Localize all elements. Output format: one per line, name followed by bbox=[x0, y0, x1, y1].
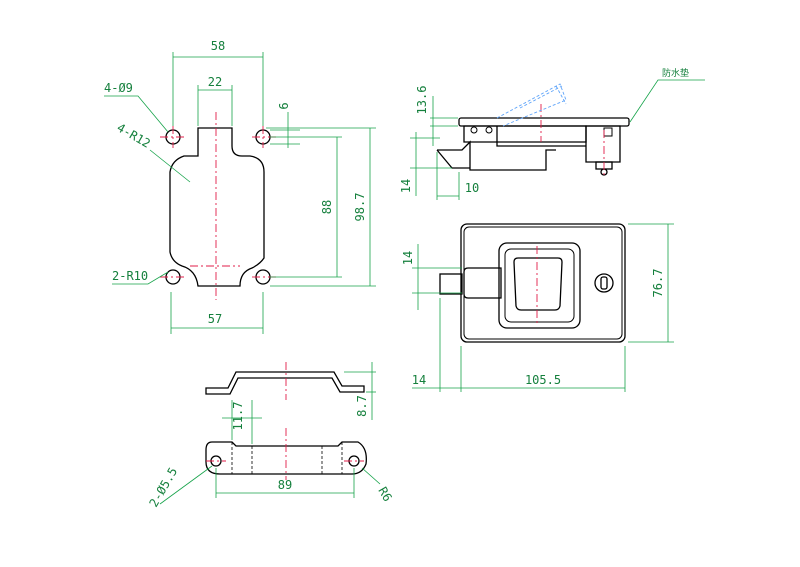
front-handle-recess bbox=[498, 242, 581, 329]
callout-holes: 4-Ø9 bbox=[104, 81, 133, 95]
dim-top-width: 58 bbox=[211, 39, 225, 53]
dim-front-slot: 14 bbox=[401, 251, 415, 265]
side-latch bbox=[437, 140, 556, 171]
plate-outline-bottom bbox=[205, 441, 367, 475]
label-gasket: 防水垫 bbox=[662, 67, 689, 79]
callout-bottom-radius: 2-R10 bbox=[112, 269, 148, 283]
dim-height-outer: 98.7 bbox=[353, 193, 367, 222]
dim-bottom-width: 57 bbox=[208, 312, 222, 326]
dim-notch-width: 22 bbox=[208, 75, 222, 89]
dim-hole-offset: 6 bbox=[277, 102, 291, 109]
front-view: 14 76.7 14 105.5 bbox=[401, 223, 674, 392]
side-body bbox=[463, 125, 587, 143]
front-frame bbox=[460, 223, 626, 343]
bracket-profile bbox=[205, 371, 365, 395]
side-lock-cylinder bbox=[585, 125, 621, 163]
dim-bracket-height: 8.7 bbox=[355, 395, 369, 417]
plate-top-view: 58 22 6 4-Ø9 4-R12 88 98.7 2-R10 57 bbox=[104, 39, 376, 334]
dim-side-depth: 14 bbox=[399, 179, 413, 193]
plate-outline bbox=[169, 127, 265, 287]
side-flange bbox=[458, 117, 630, 127]
dim-plate-span: 89 bbox=[278, 478, 292, 492]
front-keyhole bbox=[594, 273, 614, 293]
dim-front-offset: 14 bbox=[412, 373, 426, 387]
dim-front-height: 76.7 bbox=[651, 269, 665, 298]
callout-plate-holes: 2-Ø5.5 bbox=[146, 465, 180, 510]
callout-plate-end: R6 bbox=[375, 485, 394, 505]
bracket-side-view: 8.7 bbox=[205, 362, 376, 420]
dim-height-inner: 88 bbox=[320, 200, 334, 214]
dim-plate-height: 11.7 bbox=[231, 402, 245, 431]
dim-side-tab: 10 bbox=[465, 181, 479, 195]
front-handle-grip bbox=[513, 257, 563, 311]
front-handle-tab bbox=[463, 267, 502, 299]
front-latch-bolt bbox=[439, 273, 463, 295]
dim-front-width: 105.5 bbox=[525, 373, 561, 387]
dim-side-top: 13.6 bbox=[415, 86, 429, 115]
side-view: 防水垫 13.6 14 10 bbox=[399, 67, 705, 200]
callout-corner-radius: 4-R12 bbox=[115, 120, 153, 150]
